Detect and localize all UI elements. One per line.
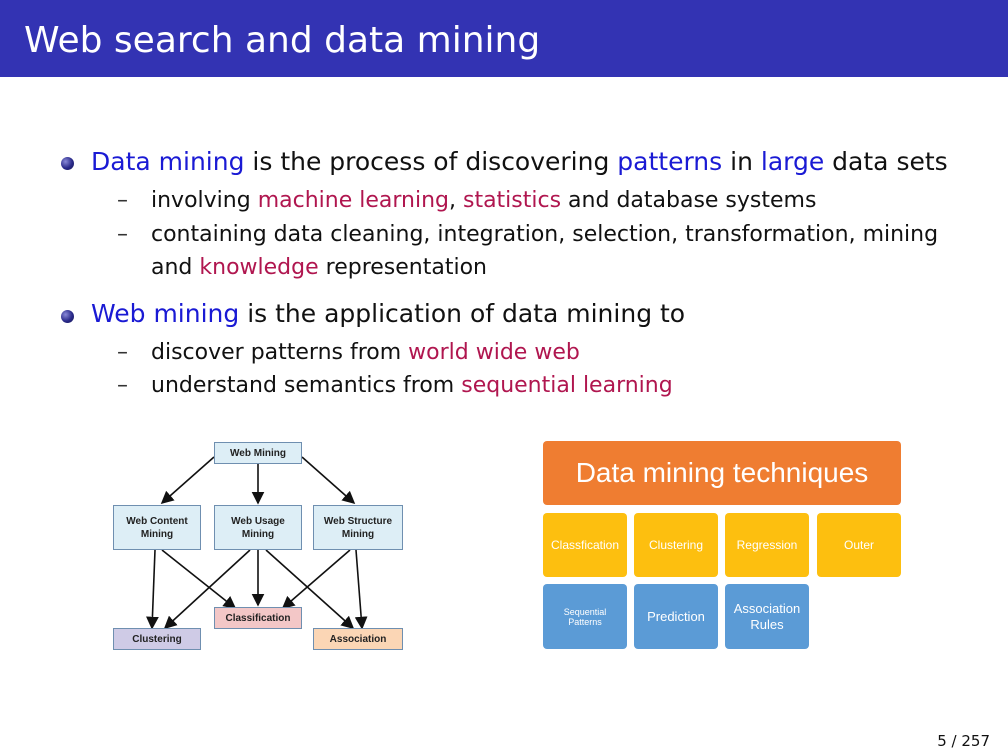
- highlight-statistics: statistics: [462, 188, 562, 213]
- bullet-2: Web mining is the application of data mi…: [91, 299, 685, 328]
- arrow: [265, 549, 355, 630]
- diagram-arrows: [146, 456, 368, 630]
- arrow: [163, 549, 251, 630]
- arrow: [301, 456, 356, 505]
- node-web-structure-mining: Web Structure Mining: [313, 505, 403, 550]
- page-number: 5 / 257: [937, 732, 990, 750]
- arrow: [354, 549, 368, 630]
- bullet-2-text: is the application of data mining to: [239, 299, 686, 328]
- node-web-mining: Web Mining: [214, 442, 302, 464]
- node-classification: Classification: [214, 607, 302, 629]
- bullet-1-sub-1: involving machine learning, statistics a…: [151, 188, 816, 213]
- bullet-dot: [61, 157, 74, 170]
- bullet-2-sub-2: understand semantics from sequential lea…: [151, 373, 673, 398]
- sub-text: discover patterns from: [151, 340, 409, 365]
- dash-marker: –: [117, 373, 128, 398]
- highlight-knowledge: knowledge: [199, 255, 319, 280]
- highlight-world-wide-web: world wide web: [408, 340, 580, 365]
- node-association: Association: [313, 628, 403, 650]
- highlight-patterns: patterns: [617, 147, 723, 176]
- tile-clustering: Clustering: [634, 513, 718, 577]
- dash-marker: –: [117, 222, 128, 247]
- tile-regression: Regression: [725, 513, 809, 577]
- bullet-1-text: in: [722, 147, 761, 176]
- node-web-usage-mining: Web Usage Mining: [214, 505, 302, 550]
- node-web-content-mining: Web Content Mining: [113, 505, 201, 550]
- sub-text: representation: [318, 255, 487, 280]
- tile-sequential-patterns: Sequential Patterns: [543, 584, 627, 649]
- dash-marker: –: [117, 188, 128, 213]
- title-bar: Web search and data mining: [0, 0, 1008, 77]
- sub-text: ,: [448, 188, 463, 213]
- techniques-title: Data mining techniques: [543, 441, 901, 505]
- arrow: [161, 549, 237, 609]
- data-mining-techniques-graphic: Data mining techniques Classfication Clu…: [540, 440, 905, 655]
- tile-association-rules: Association Rules: [725, 584, 809, 649]
- bullet-1-sub-2-line-2: and knowledge representation: [151, 255, 487, 280]
- sub-text: and: [151, 255, 200, 280]
- bullet-dot: [61, 310, 74, 323]
- bullet-1-sub-2-line-1: containing data cleaning, integration, s…: [151, 222, 939, 247]
- tile-classification: Classfication: [543, 513, 627, 577]
- highlight-sequential-learning: sequential learning: [461, 373, 673, 398]
- sub-text: and database systems: [561, 188, 817, 213]
- tile-outer: Outer: [817, 513, 901, 577]
- term-data-mining: Data mining: [91, 147, 245, 176]
- bullet-list: Data mining is the process of discoverin…: [61, 147, 948, 398]
- arrow: [146, 549, 159, 630]
- bullet-1: Data mining is the process of discoverin…: [91, 147, 948, 176]
- dash-marker: –: [117, 340, 128, 365]
- arrow: [160, 456, 215, 505]
- highlight-large: large: [760, 147, 825, 176]
- tile-prediction: Prediction: [634, 584, 718, 649]
- bullet-1-text: data sets: [824, 147, 948, 176]
- slide-title: Web search and data mining: [24, 20, 541, 61]
- sub-text: involving: [151, 188, 258, 213]
- node-clustering: Clustering: [113, 628, 201, 650]
- web-mining-diagram: Web Mining Web Content Mining Web Usage …: [100, 435, 420, 660]
- term-web-mining: Web mining: [91, 299, 240, 328]
- bullet-2-sub-1: discover patterns from world wide web: [151, 340, 580, 365]
- arrow: [281, 549, 351, 610]
- bullet-1-text: is the process of discovering: [244, 147, 618, 176]
- highlight-machine-learning: machine learning: [257, 188, 449, 213]
- sub-text: understand semantics from: [151, 373, 462, 398]
